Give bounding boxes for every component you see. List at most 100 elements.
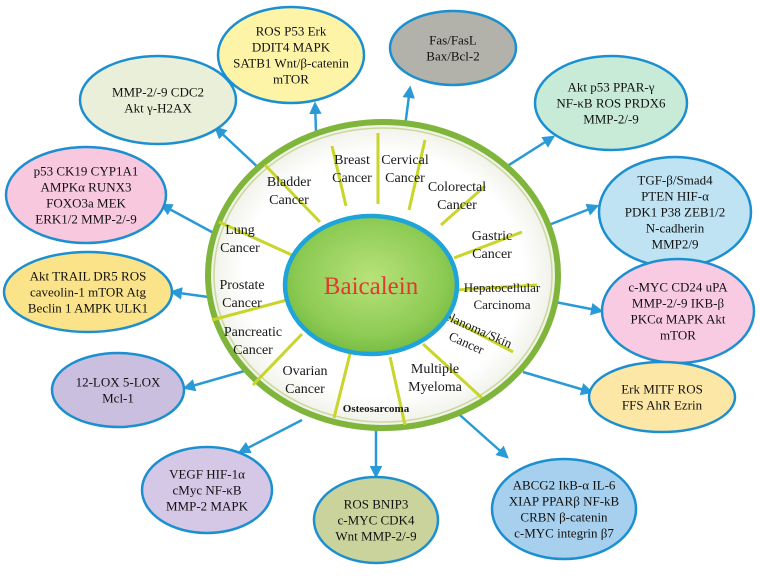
- sector-label-osteosarcoma: Osteosarcoma: [343, 403, 410, 415]
- arrow-myeloma: [451, 407, 509, 459]
- bubble-text-line: Mcl-1: [102, 391, 134, 406]
- bubble-shape: [140, 445, 274, 535]
- sector-label-line: Breast: [334, 153, 370, 168]
- bubble-text-line: MMP-2 MAPK: [166, 499, 249, 514]
- bubble-text-line: mTOR: [660, 328, 696, 343]
- sector-divider: [455, 283, 538, 292]
- sector-label-line: Cancer: [269, 193, 309, 208]
- sector-label-line: Carcinoma: [473, 297, 530, 312]
- sector-label-line: Cancer: [220, 241, 260, 256]
- sector-divider: [332, 353, 352, 419]
- sector-divider: [440, 184, 486, 227]
- sector-divider: [211, 298, 288, 322]
- sector-divider: [263, 163, 322, 224]
- sector-label-line: Myeloma: [408, 380, 462, 395]
- bubble-text-line: DDIT4 MAPK: [252, 40, 331, 55]
- bubble-text-line: c-MYC integrin β7: [514, 526, 614, 541]
- sector-divider: [251, 332, 304, 387]
- sector-label-line: Osteosarcoma: [343, 403, 410, 415]
- sector-divider: [388, 356, 407, 426]
- bubble-shape: [490, 457, 638, 561]
- bubble-text-line: VEGF HIF-1α: [169, 467, 245, 482]
- bubble-text-line: AMPKα RUNX3: [41, 180, 132, 195]
- sector-label-line: Gastric: [472, 229, 512, 244]
- bubble-text-line: FOXO3a MEK: [46, 196, 126, 211]
- sector-label-line: Cervical: [381, 153, 429, 168]
- sector-divider: [407, 139, 427, 211]
- bubble-text-line: SATB1 Wnt/β-catenin: [233, 56, 349, 71]
- bubble-text-line: Akt TRAIL DR5 ROS: [30, 269, 147, 284]
- bubble-text-line: MMP-2/-9: [583, 112, 639, 127]
- bubble-text-line: Bax/Bcl-2: [426, 49, 479, 64]
- sector-label-line: Cancer: [385, 171, 425, 186]
- bubble-text-line: Beclin 1 AMPK ULK1: [28, 301, 148, 316]
- bubble-shape: [4, 145, 168, 245]
- arrow-melanoma: [522, 370, 594, 396]
- bubble-text-line: c-MYC CDK4: [338, 513, 415, 528]
- bubble-text-line: c-MYC CD24 uPA: [628, 280, 728, 295]
- sector-label-line: Cancer: [285, 382, 325, 397]
- bubble-text-line: MMP2/9: [652, 237, 699, 252]
- sector-label-line: Pancreatic: [224, 325, 282, 340]
- bubble-text-line: Akt γ-H2AX: [124, 101, 192, 116]
- sector-label-line: Cancer: [437, 198, 477, 213]
- bubble-text-line: ERK1/2 MMP-2/-9: [35, 212, 136, 227]
- sector-dividers: [211, 133, 538, 426]
- bubble-text-line: TGF-β/Smad4: [637, 173, 713, 188]
- bubble-shape: [2, 250, 174, 334]
- bubble-text-line: ABCG2 IkB-α IL-6: [513, 478, 616, 493]
- bubble-text-line: FFS AhR Ezrin: [622, 398, 703, 413]
- bubble-shape: [533, 54, 689, 152]
- center-title: Baicalein: [324, 273, 419, 300]
- center-circle: [282, 213, 460, 357]
- bubble-text-line: Fas/FasL: [429, 33, 477, 48]
- bubble-text-line: XIAP PPARβ NF-kB: [509, 494, 620, 509]
- arrow-ovarian: [237, 418, 303, 454]
- sector-label-line: Lung: [225, 223, 255, 238]
- outer-ring-inner-edge: [213, 127, 553, 423]
- sector-label-line: Ovarian: [282, 364, 327, 379]
- sector-divider: [330, 145, 348, 207]
- bubble-text-line: PTEN HIF-α: [641, 189, 709, 204]
- bubble-text-line: p53 CK19 CYP1A1: [34, 164, 139, 179]
- bubble-text-line: ROS BNIP3: [344, 497, 409, 512]
- bubble-text-line: Wnt MMP-2/-9: [335, 529, 416, 544]
- bubble-text-line: 12-LOX 5-LOX: [76, 375, 161, 390]
- bubble-text-line: caveolin-1 mTOR Atg: [30, 285, 147, 300]
- sector-label-line: Hepatocellular: [464, 280, 541, 295]
- bubble-text-line: cMyc NF-κB: [172, 483, 241, 498]
- sector-label-line: Cancer: [233, 343, 273, 358]
- bubble-text-line: PKCα MAPK Akt: [631, 312, 726, 327]
- bubble-shape: [587, 360, 737, 434]
- sector-label-line: Cancer: [472, 247, 512, 262]
- sector-label-line: Bladder: [267, 175, 312, 190]
